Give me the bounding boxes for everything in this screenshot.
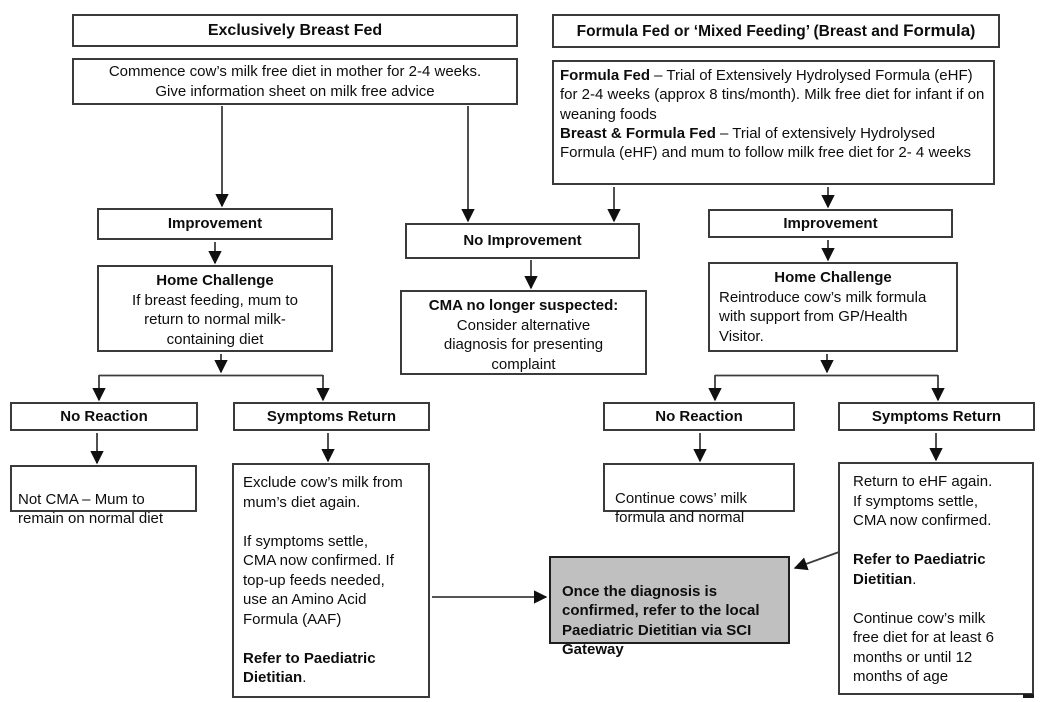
box-text: Commence cow’s milk free diet in mother … bbox=[108, 63, 482, 100]
box-paragraph: If symptoms settle, CMA now confirmed. I… bbox=[243, 532, 394, 628]
page-corner-mark bbox=[1023, 694, 1034, 698]
box-paragraph: Formula Fed – Trial of Extensively Hydro… bbox=[560, 67, 985, 123]
symptoms-return-left-box: Symptoms Return bbox=[233, 402, 430, 431]
box-paragraph: Breast & Formula Fed – Trial of extensiv… bbox=[560, 124, 971, 162]
refer-dietitian-text: Refer to Paediatric Dietitian bbox=[243, 649, 376, 687]
box-title: Home Challenge bbox=[156, 272, 274, 289]
formula-detail-box: Formula Fed – Trial of Extensively Hydro… bbox=[552, 60, 995, 185]
exclusively-breast-fed-box: Exclusively Breast Fed bbox=[72, 14, 518, 47]
home-challenge-right-box: Home Challenge Reintroduce cow’s milk fo… bbox=[708, 262, 958, 352]
box-title: No Reaction bbox=[60, 407, 148, 425]
box-text: Reintroduce cow’s milk formula with supp… bbox=[719, 288, 927, 345]
improvement-right-box: Improvement bbox=[708, 209, 953, 238]
box-title: No Reaction bbox=[655, 407, 743, 425]
symptoms-return-right-box: Symptoms Return bbox=[838, 402, 1035, 431]
box-title: Improvement bbox=[167, 215, 263, 233]
box-title: Formula Fed or ‘Mixed Feeding’ (Breast a… bbox=[576, 20, 976, 40]
box-text: Not CMA – Mum to remain on normal diet bbox=[18, 490, 164, 528]
return-ehf-box: Return to eHF again. If symptoms settle,… bbox=[838, 462, 1034, 695]
box-text: Once the diagnosis is confirmed, refer t… bbox=[562, 582, 760, 659]
box-title: Exclusively Breast Fed bbox=[207, 21, 383, 39]
box-paragraph: Continue cow’s milk free diet for at lea… bbox=[853, 609, 994, 686]
box-text: Consider alternative diagnosis for prese… bbox=[443, 316, 604, 373]
no-reaction-right-box: No Reaction bbox=[603, 402, 795, 431]
home-challenge-left-box: Home Challenge If breast feeding, mum to… bbox=[97, 265, 333, 352]
box-title: CMA no longer suspected: bbox=[428, 297, 619, 314]
commence-diet-box: Commence cow’s milk free diet in mother … bbox=[72, 58, 518, 105]
box-text: If breast feeding, mum to return to norm… bbox=[132, 291, 298, 348]
box-paragraph: Exclude cow’s milk from mum’s diet again… bbox=[243, 474, 403, 511]
box-title: Symptoms Return bbox=[871, 407, 1002, 425]
continue-formula-box: Continue cows’ milk formula and normal bbox=[603, 463, 795, 526]
box-title: Improvement bbox=[783, 214, 878, 232]
improvement-left-box: Improvement bbox=[97, 208, 333, 240]
not-cma-box: Not CMA – Mum to remain on normal diet bbox=[10, 465, 197, 527]
box-title: Home Challenge bbox=[774, 269, 892, 286]
arrow-return-ehf-to-gateway bbox=[793, 551, 840, 571]
cma-not-suspected-box: CMA no longer suspected: Consider altern… bbox=[400, 290, 647, 375]
formula-fed-header-box: Formula Fed or ‘Mixed Feeding’ (Breast a… bbox=[552, 14, 1000, 48]
box-title: No Improvement bbox=[463, 232, 582, 250]
refer-dietitian-text: Refer to Paediatric Dietitian bbox=[853, 551, 986, 588]
no-improvement-box: No Improvement bbox=[405, 223, 640, 259]
box-paragraph: Refer to Paediatric Dietitian. bbox=[243, 649, 376, 687]
box-paragraph: Return to eHF again. If symptoms settle,… bbox=[853, 473, 993, 529]
box-paragraph: Refer to Paediatric Dietitian. bbox=[853, 551, 986, 588]
no-reaction-left-box: No Reaction bbox=[10, 402, 198, 431]
exclude-milk-box: Exclude cow’s milk from mum’s diet again… bbox=[232, 463, 430, 698]
box-title: Symptoms Return bbox=[266, 407, 397, 425]
box-text: Continue cows’ milk formula and normal bbox=[615, 489, 747, 527]
sci-gateway-box: Once the diagnosis is confirmed, refer t… bbox=[549, 556, 790, 658]
